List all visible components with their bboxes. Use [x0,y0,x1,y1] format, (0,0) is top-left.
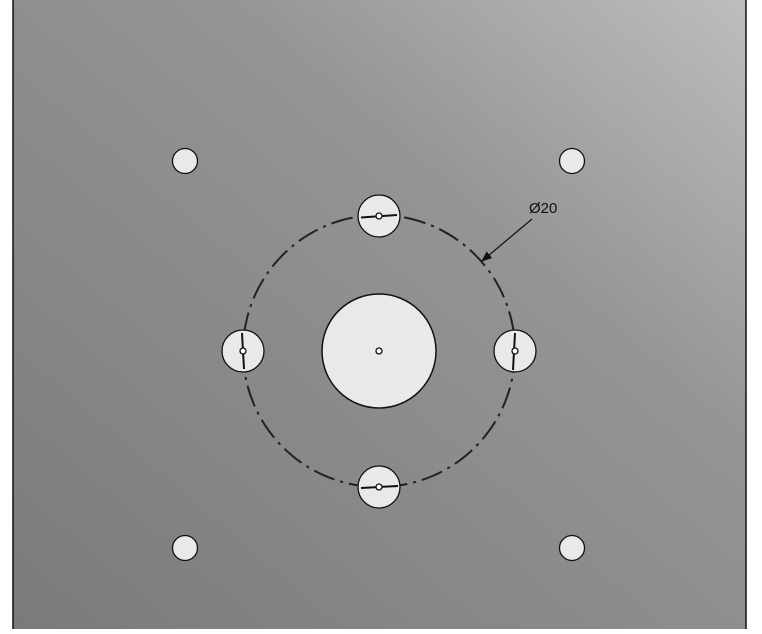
dimension-leader-arrow [481,218,533,262]
bolt-hole-bottom[interactable] [357,465,401,509]
corner-hole-top-left[interactable] [171,147,199,175]
center-bore-center-point [375,347,383,355]
corner-hole-top-right[interactable] [558,147,586,175]
bolt-hole-right[interactable] [493,329,537,373]
corner-hole-bottom-right[interactable] [558,534,586,562]
corner-hole-bottom-left[interactable] [171,534,199,562]
bolt-hole-top[interactable] [357,194,401,238]
dimension-label[interactable]: Ø20 [529,200,557,217]
bolt-hole-left[interactable] [221,329,265,373]
